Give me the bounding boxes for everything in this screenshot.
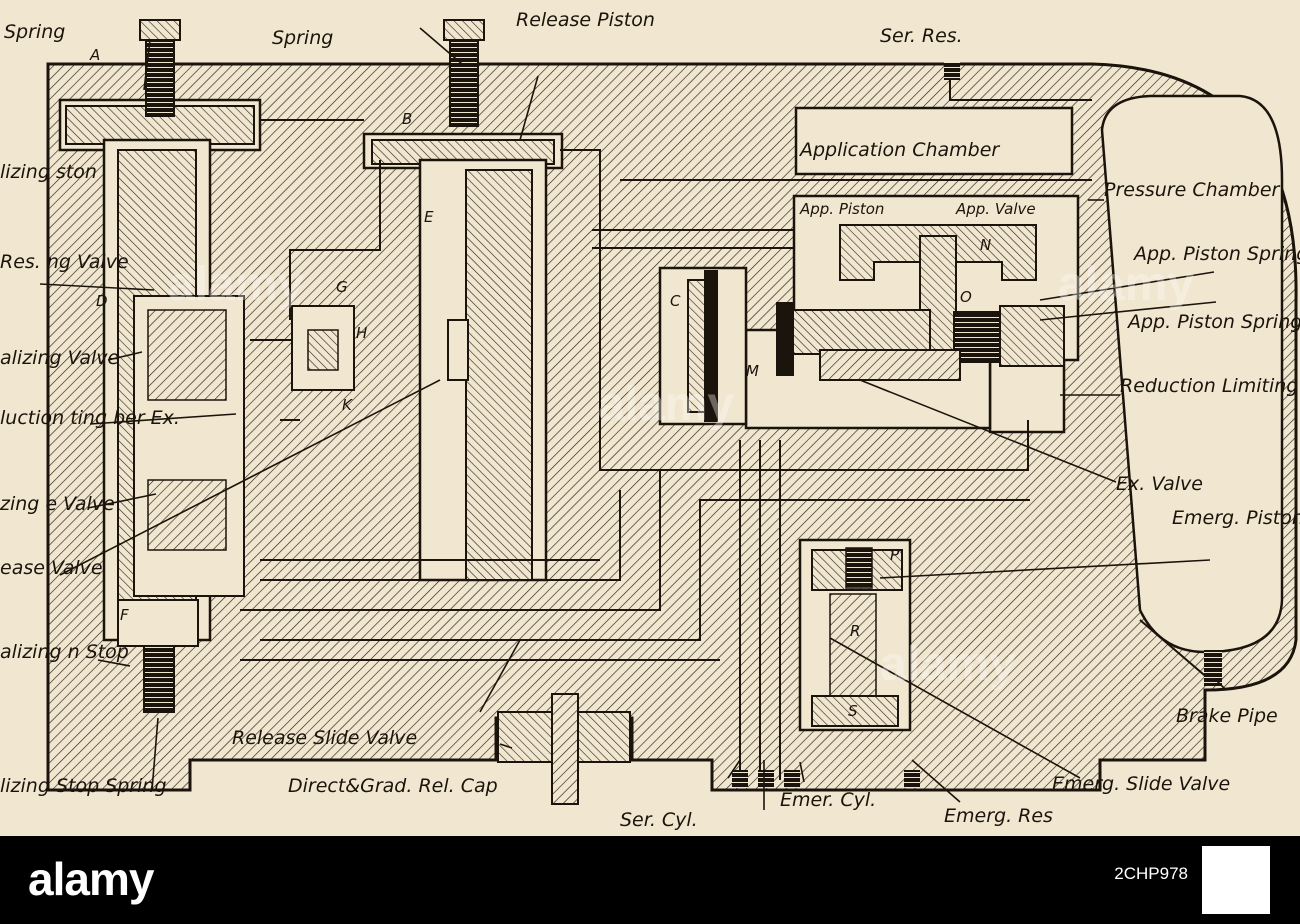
svg-text:alamy: alamy — [1058, 258, 1194, 311]
application-chamber-cavity — [794, 106, 1074, 176]
label-graduating-spring: Spring — [4, 21, 65, 43]
label-release-piston: Release Piston — [516, 9, 655, 31]
label-res-charging-valve: Res. ng Valve — [0, 251, 129, 273]
label-release-spring: Spring — [272, 27, 333, 49]
letter-f: F — [120, 606, 129, 624]
label-emerg-piston: Emerg. Piston — [1172, 507, 1300, 529]
label-reduction-limiting-chamber-ex: luction ting ber Ex. — [0, 407, 180, 429]
alamy-logo: alamy — [28, 853, 154, 905]
label-release-graduating-valve: ease Valve — [0, 557, 103, 579]
stock-image-id: 2CHP978 — [1114, 864, 1188, 883]
label-equalizing-piston: lizing ston — [0, 161, 97, 183]
letter-d: D — [96, 292, 108, 310]
label-equalizing-piston-stop: alizing n Stop — [0, 641, 129, 663]
letter-k: K — [342, 396, 353, 414]
letter-h: H — [356, 324, 367, 342]
pressure-chamber-cavity — [1100, 94, 1284, 654]
label-app-piston-spring-sleeve: App. Piston Spring Sleeve — [1132, 243, 1300, 265]
label-equalizing-slide-valve: alizing Valve — [0, 347, 119, 369]
label-app-piston-spring: App. Piston Spring — [1126, 311, 1300, 333]
letter-e: E — [424, 208, 434, 226]
svg-text:alamy: alamy — [880, 638, 1016, 691]
letter-r: R — [850, 622, 860, 640]
letter-c: C — [670, 292, 681, 310]
qr-code-icon — [1202, 846, 1270, 914]
label-ex-valve: Ex. Valve — [1116, 473, 1203, 495]
svg-text:alamy: alamy — [598, 378, 734, 431]
letter-b: B — [402, 110, 412, 128]
letter-g: G — [336, 278, 348, 296]
label-equalizing-graduating-valve: zing e Valve — [0, 493, 115, 515]
label-tag-a: A — [89, 46, 100, 64]
label-reduction-limiting-chamber: Reduction Limiting Chamber — [1120, 375, 1300, 397]
watermark: alamy alamy alamy alamy — [168, 258, 1194, 691]
svg-text:alamy: alamy — [168, 258, 304, 311]
letter-o: O — [960, 288, 972, 306]
emerg-res-port — [904, 770, 920, 788]
label-release-slide-valve: Release Slide Valve — [232, 727, 417, 749]
label-app-valve: App. Valve — [955, 200, 1036, 218]
emer-cyl-port-a — [758, 770, 774, 788]
label-ser-cyl: Ser. Cyl. — [620, 809, 698, 831]
label-direct-grad-rel-cap: Direct&Grad. Rel. Cap — [288, 775, 498, 797]
label-ser-res: Ser. Res. — [880, 25, 963, 47]
label-equalizing-stop-spring: lizing Stop Spring — [0, 775, 167, 797]
ser-cyl-port — [732, 770, 748, 788]
label-app-piston: App. Piston — [799, 200, 884, 218]
stock-footer-bar: alamy 2CHP978 — [0, 836, 1300, 924]
letter-m: M — [746, 362, 759, 380]
ser-res-port — [944, 62, 960, 80]
triple-valve-cross-section: alamy alamy alamy alamy Spring A Spring … — [0, 9, 1300, 831]
label-pressure-chamber: Pressure Chamber — [1104, 179, 1281, 201]
label-brake-pipe: Brake Pipe — [1176, 705, 1278, 727]
letter-s: S — [848, 702, 858, 720]
equalizing-stop-spring — [143, 639, 175, 713]
label-application-chamber: Application Chamber — [798, 139, 1000, 161]
label-emer-cyl: Emer. Cyl. — [780, 789, 876, 811]
brake-pipe-port — [1204, 650, 1222, 686]
letter-n: N — [980, 236, 991, 254]
label-emerg-slide-valve: Emerg. Slide Valve — [1052, 773, 1230, 795]
label-emerg-res: Emerg. Res — [944, 805, 1053, 827]
letter-p: P — [890, 546, 900, 564]
emer-cyl-port-b — [784, 770, 800, 788]
